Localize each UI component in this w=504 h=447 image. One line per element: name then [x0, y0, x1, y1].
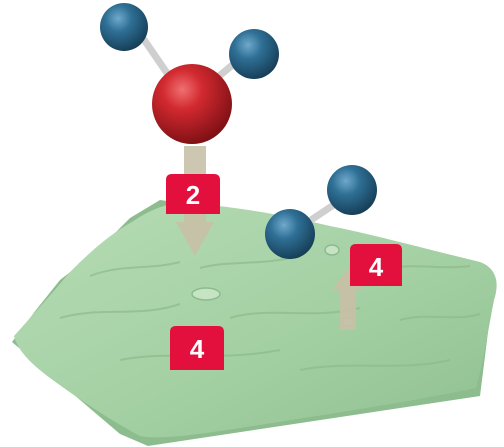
hydrogen-atom — [265, 209, 315, 259]
step-badge-hydrogen-label: 4 — [369, 252, 384, 282]
step-badge-hydrogen: 4 — [350, 244, 402, 286]
hydrogen-molecule — [265, 165, 377, 259]
hydrogen-atom — [229, 29, 279, 79]
adsorption-site-bump — [191, 287, 221, 301]
hydrogen-atom — [100, 3, 148, 51]
hydrogen-site-bump — [324, 244, 340, 256]
step-badge-surface-label: 4 — [190, 334, 205, 364]
catalyst-surface — [12, 200, 497, 446]
hydrogen-atom — [327, 165, 377, 215]
oxygen-atom — [152, 64, 232, 144]
step-badge-water: 2 — [166, 174, 220, 214]
water-molecule — [100, 3, 279, 144]
step-badge-water-label: 2 — [186, 180, 200, 210]
step-badge-surface: 4 — [170, 326, 224, 370]
